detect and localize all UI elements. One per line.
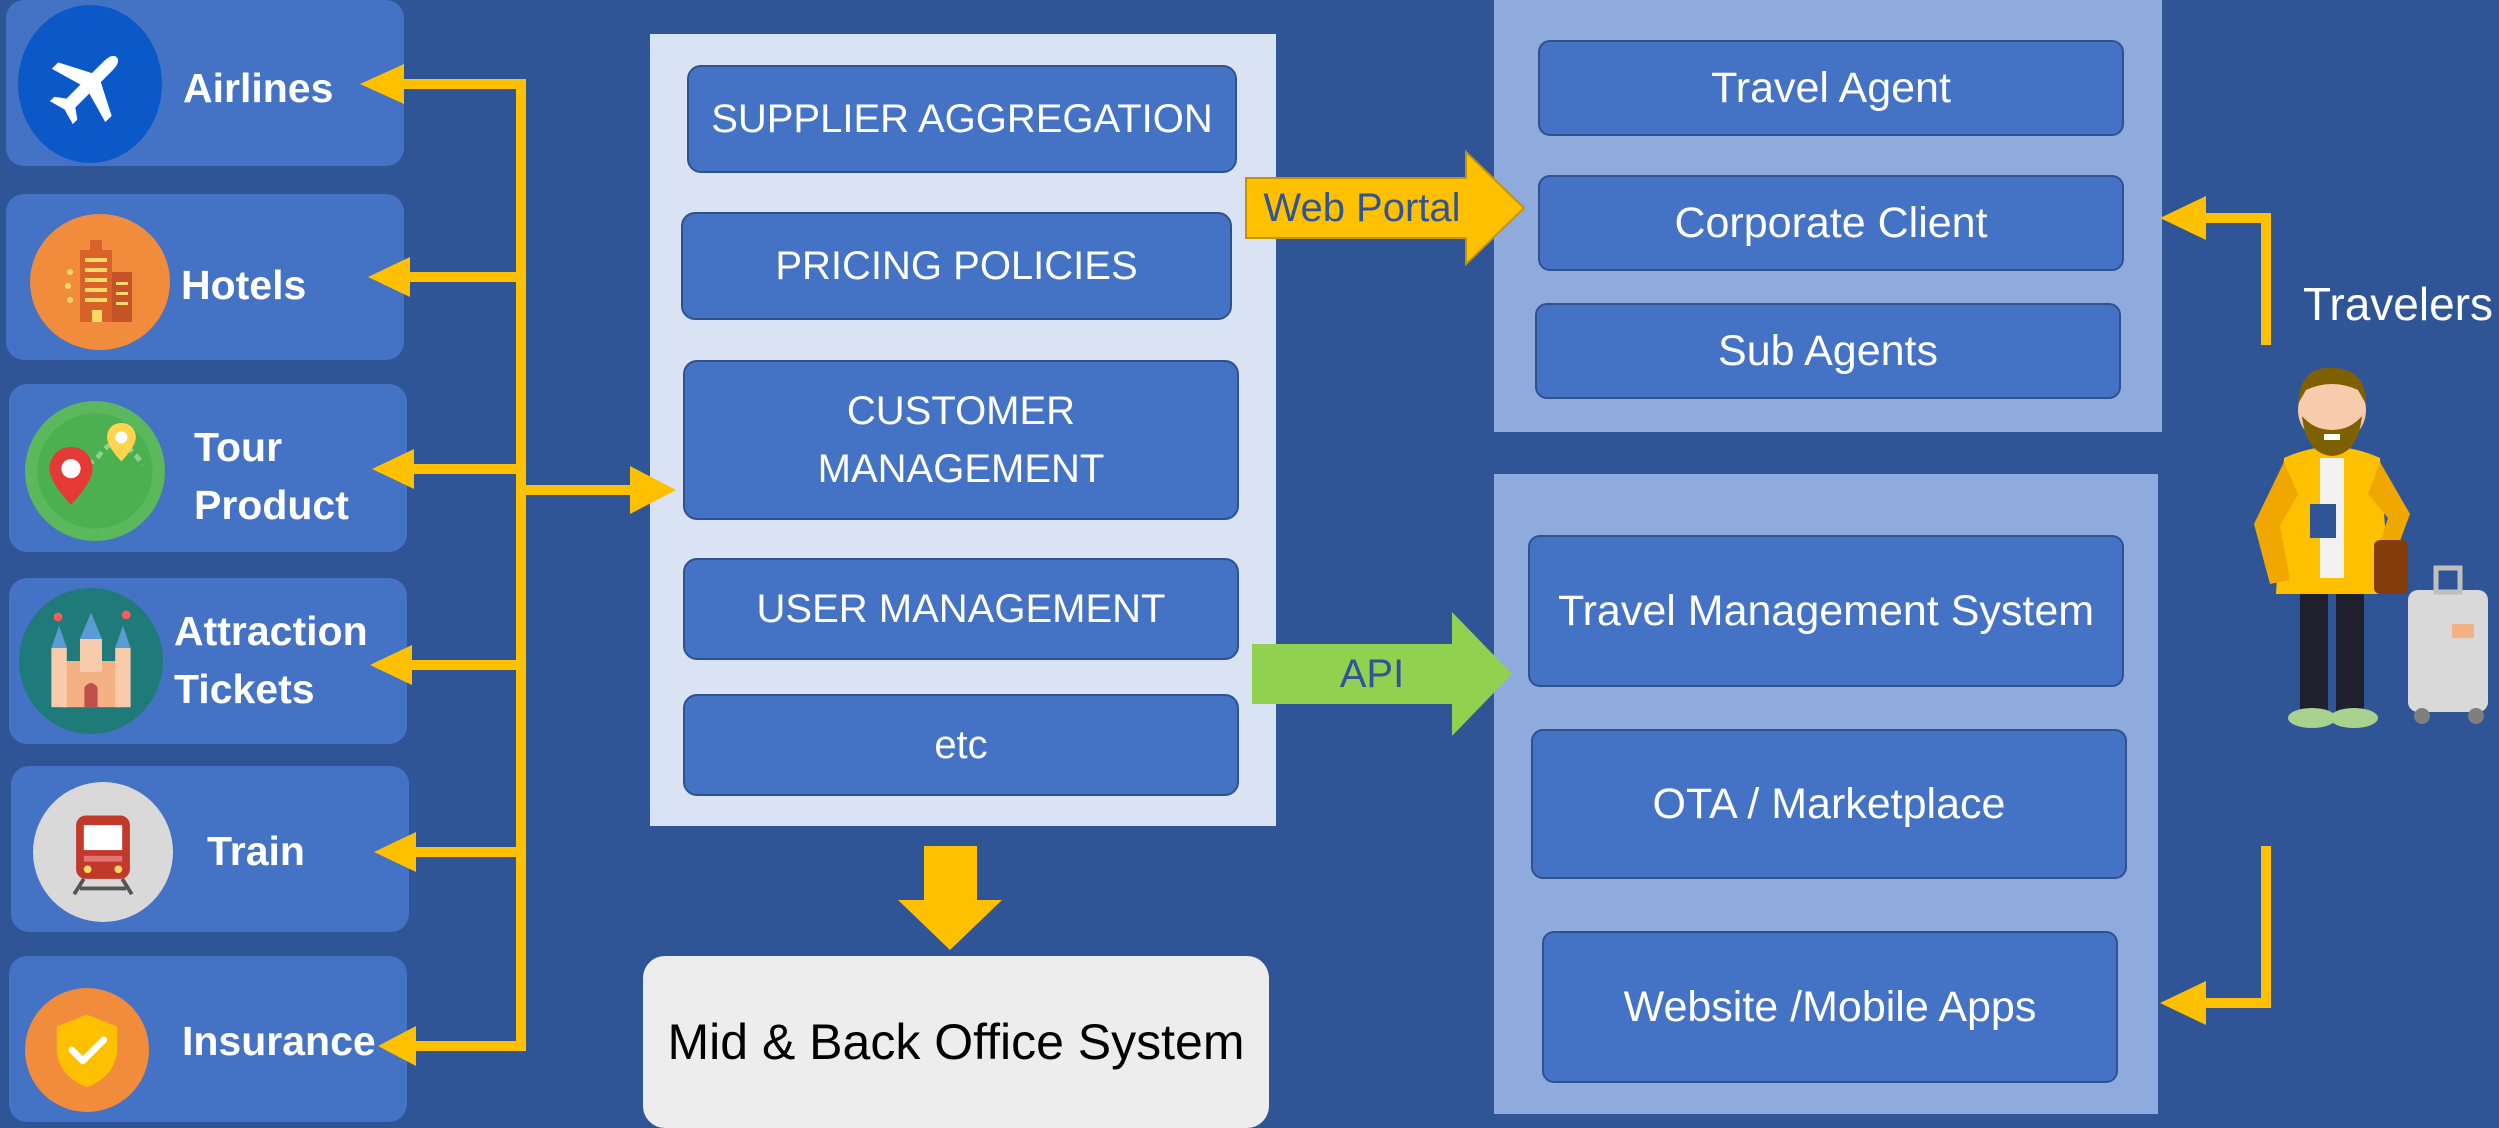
channel-ota-marketplace: OTA / Marketplace <box>1531 729 2127 879</box>
module-pricing-policies: PRICING POLICIES <box>681 212 1232 320</box>
arrow-travelers-to-web <box>2160 196 2206 240</box>
arrow-travelers-to-api <box>2160 981 2206 1025</box>
web-portal-arrow <box>1245 149 1526 267</box>
arrow-to-insurance <box>378 1026 416 1066</box>
arrow-to-tour-product <box>372 449 414 489</box>
castle-icon <box>19 588 163 734</box>
airplane-icon <box>18 5 162 163</box>
arrow-to-hotels <box>368 257 410 297</box>
channel-sub-agents: Sub Agents <box>1535 303 2121 399</box>
channel-travel-management-system: Travel Management System <box>1528 535 2124 687</box>
module-etc: etc <box>683 694 1239 796</box>
module-user-management: USER MANAGEMENT <box>683 558 1239 660</box>
supplier-hotels: Hotels <box>6 194 404 360</box>
arrow-to-modules <box>630 466 676 514</box>
supplier-label: Attraction Tickets <box>174 608 368 712</box>
channel-website-mobile-apps: Website /Mobile Apps <box>1542 931 2118 1083</box>
supplier-tour-product: Tour Product <box>9 384 407 552</box>
arrow-to-train <box>374 832 416 872</box>
supplier-label: Hotels <box>181 262 307 308</box>
supplier-label: Airlines <box>183 65 334 111</box>
arrow-to-back-office <box>898 846 1002 950</box>
supplier-label: Train <box>207 828 305 874</box>
channel-corporate-client: Corporate Client <box>1538 175 2124 271</box>
web-portal-label: Web Portal <box>1263 186 1461 230</box>
hotel-building-icon <box>30 214 170 350</box>
module-customer-management: CUSTOMER MANAGEMENT <box>683 360 1239 520</box>
supplier-attraction-tickets: Attraction Tickets <box>9 578 407 744</box>
traveler-person-icon <box>2254 367 2488 728</box>
supplier-insurance: Insurance <box>9 956 407 1122</box>
travelers-label: Travelers <box>2303 278 2493 330</box>
map-pin-icon <box>25 401 165 541</box>
mid-back-office-box: Mid & Back Office System <box>643 956 1269 1128</box>
channel-travel-agent: Travel Agent <box>1538 40 2124 136</box>
train-icon <box>33 782 173 922</box>
supplier-train: Train <box>11 766 409 932</box>
module-supplier-aggregation: SUPPLIER AGGREGATION <box>687 65 1237 173</box>
api-label: API <box>1339 652 1405 696</box>
arrow-to-airlines <box>360 64 404 104</box>
supplier-label: Insurance <box>182 1018 376 1064</box>
supplier-airlines: Airlines <box>6 0 404 166</box>
api-arrow <box>1252 612 1512 736</box>
supplier-label: Tour Product <box>194 424 349 528</box>
shield-check-icon <box>25 988 149 1112</box>
arrow-to-attraction-tickets <box>370 645 412 685</box>
